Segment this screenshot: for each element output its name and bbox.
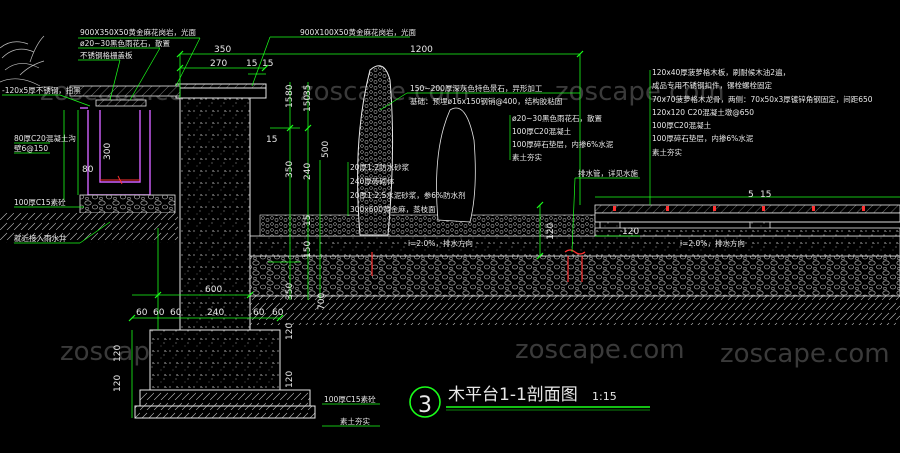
dim-v15d: 15 — [303, 215, 313, 226]
note-a18: 20厚1:2.5水泥砂浆，参6%防水剂 — [350, 190, 466, 200]
title-name: 木平台1-1剖面图 — [448, 385, 578, 405]
top-coping — [69, 85, 181, 97]
dim-v500: 500 — [321, 141, 331, 158]
dim-60d: 60 — [253, 308, 265, 318]
dim-15a: 15 — [246, 59, 257, 69]
dim-v120: 120 — [285, 323, 295, 340]
dim-240: 240 — [207, 308, 224, 318]
note-a21: i=2.0%，排水方向 — [408, 238, 473, 248]
note-a9: 900X100X50黄金麻花岗岩，光面 — [300, 27, 416, 37]
note-a11: 基础：预埋ø16x150钢销@400，结构胶粘固 — [410, 96, 562, 106]
dim-60b: 60 — [153, 308, 165, 318]
dim-120r: 120 — [622, 227, 639, 237]
dim-v150: 150 — [303, 95, 313, 112]
title-number: 3 — [418, 393, 432, 418]
note-a10: 150~200厚深灰色特色景石，异形加工 — [410, 83, 543, 93]
dim-600: 600 — [205, 285, 222, 295]
gravel-base — [249, 255, 900, 297]
red-rebar — [100, 175, 140, 185]
dim-60e: 60 — [272, 308, 284, 318]
deck-screws — [613, 206, 865, 211]
note-a8: 就近接入雨水井 — [14, 233, 67, 243]
dim-v350b: 350 — [285, 283, 295, 300]
drain-pipe — [371, 249, 586, 282]
dim-350: 350 — [214, 45, 231, 55]
note-a29: 素土夯实 — [652, 147, 682, 157]
dimension-lines — [63, 53, 900, 418]
channel-base — [79, 194, 176, 214]
note-a17: 240厚砖砌体 — [350, 176, 395, 186]
dim-v350: 350 — [285, 161, 295, 178]
note-a23: 120x40厚菠萝格木板，刷耐候木油2遍， — [652, 67, 790, 77]
dim-h15: 15 — [266, 135, 277, 145]
watermark-7: zoscape.com — [515, 335, 685, 365]
dim-v35: 35 — [303, 85, 313, 96]
annotations: 900X350X50黄金麻花岗岩，光面 ø20~30黑色雨花石，散置 不锈钢格栅… — [2, 27, 873, 426]
title-circle — [409, 386, 441, 418]
title-block: 3 木平台1-1剖面图 1:15 — [409, 385, 650, 418]
drain-channel — [80, 107, 151, 196]
left-soil — [0, 213, 178, 243]
dim-v15: 15 — [285, 97, 295, 108]
title-scale: 1:15 — [592, 390, 617, 403]
dim-5: 5 — [748, 190, 754, 200]
note-a15: 素土夯实 — [512, 152, 542, 162]
plant-icon — [0, 35, 45, 87]
note-a16: 20厚1:2防水砂浆 — [350, 162, 410, 172]
note-a30: 100厚C15素砼 — [324, 394, 376, 404]
dimension-ticks — [128, 50, 584, 322]
dim-v80: 80 — [285, 84, 295, 96]
note-a5: 80厚C20混凝土沟 — [14, 133, 76, 143]
dim-v80b: 80 — [82, 165, 94, 175]
dim-v120b: 120 — [285, 371, 295, 388]
note-a19: 300x600黄金麻，蒸枝面 — [350, 204, 436, 214]
wood-deck — [594, 204, 900, 237]
feature-stone-1 — [357, 65, 394, 236]
dim-v300: 300 — [103, 143, 113, 160]
note-a20: 排水管，详见水施 — [578, 168, 638, 178]
note-a27: 100厚C20混凝土 — [652, 120, 712, 130]
dim-15b: 15 — [262, 59, 273, 69]
note-a13: 100厚C20混凝土 — [512, 126, 572, 136]
dim-270: 270 — [210, 59, 227, 69]
note-a22: i=2.0%，排水方向 — [680, 238, 745, 248]
dim-v120e: 120 — [546, 223, 556, 240]
dim-v240: 240 — [303, 163, 313, 180]
note-a12: ø20~30黑色雨花石，散置 — [512, 113, 602, 123]
leader-lines — [2, 36, 651, 427]
note-a6: 壁6@150 — [14, 143, 48, 153]
drain-grate — [95, 99, 147, 107]
note-a3: 不锈钢格栅盖板 — [80, 50, 133, 60]
dim-v120d: 120 — [113, 375, 123, 392]
note-a4: -120x5厚不锈钢，扫黑 — [2, 85, 81, 95]
retaining-wall — [134, 83, 316, 419]
dim-1200: 1200 — [410, 45, 433, 55]
note-a28: 100厚碎石垫层，内掺6%水泥 — [652, 133, 754, 143]
dim-v700: 700 — [317, 293, 327, 310]
concrete-layer — [249, 235, 900, 257]
note-a7: 100厚C15素砼 — [14, 197, 66, 207]
note-a1: 900X350X50黄金麻花岗岩，光面 — [80, 27, 196, 37]
note-a2: ø20~30黑色雨花石，散置 — [80, 38, 170, 48]
feature-stone-2 — [436, 107, 476, 223]
dim-60c: 60 — [170, 308, 182, 318]
pebble-layer — [259, 214, 596, 237]
note-a25: 70x70菠萝格木龙骨，两侧：70x50x3厚镀锌角钢固定，间距650 — [652, 94, 873, 104]
dim-15r: 15 — [760, 190, 771, 200]
watermark-3: zoscape.com — [555, 77, 725, 107]
dim-v120c: 120 — [113, 345, 123, 362]
watermark-8: zoscape.com — [720, 339, 890, 369]
note-a14: 100厚碎石垫层，内掺6%水泥 — [512, 139, 614, 149]
dimension-text: 1200 350 270 15 15 80 35 15 150 15 500 3… — [82, 45, 771, 392]
note-a31: 素土夯实 — [340, 416, 370, 426]
note-a24: 成品专用不锈钢扣件，镙栓螺栓固定 — [652, 80, 772, 90]
dim-60a: 60 — [136, 308, 148, 318]
note-a26: 120x120 C20混凝土墩@650 — [652, 107, 754, 117]
soil-base — [250, 295, 900, 325]
dim-v150b: 150 — [303, 241, 313, 258]
